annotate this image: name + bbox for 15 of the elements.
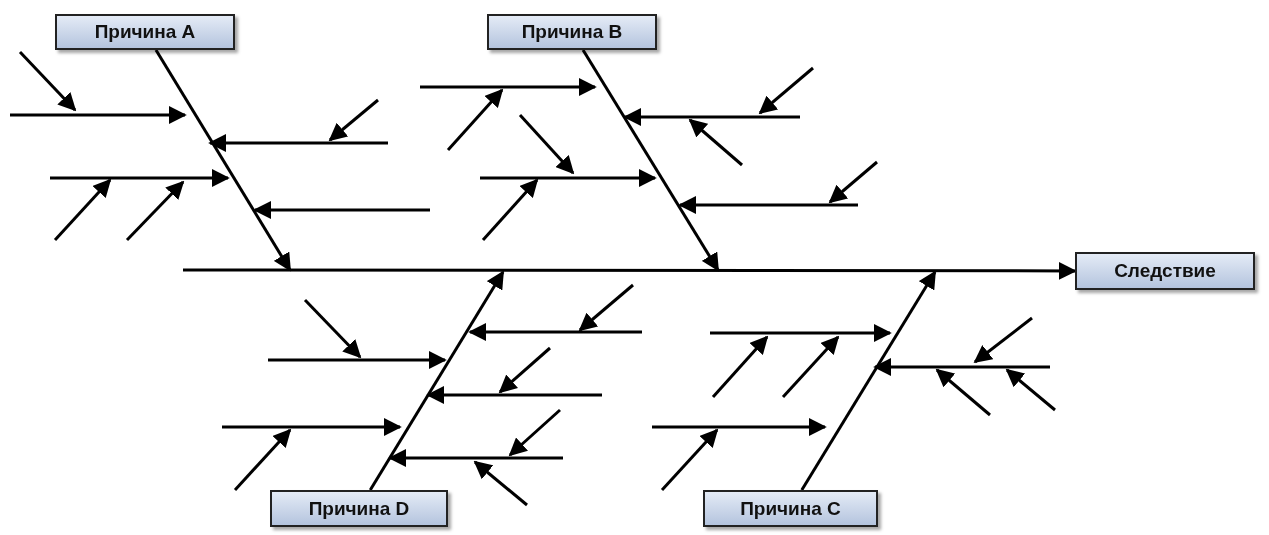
cause-label: Причина C bbox=[740, 497, 841, 520]
arrow bbox=[581, 49, 720, 272]
arrow bbox=[369, 270, 505, 491]
cause-box bbox=[1075, 252, 1255, 290]
cause-label: Причина A bbox=[94, 21, 196, 43]
cause-label: Причина B bbox=[521, 21, 623, 43]
arrow bbox=[183, 261, 1077, 280]
arrow bbox=[800, 270, 937, 491]
cause-box bbox=[55, 14, 235, 50]
cause-box bbox=[270, 490, 448, 527]
arrow bbox=[154, 49, 292, 272]
cause-label: Следствие bbox=[1114, 260, 1216, 282]
cause-box bbox=[487, 14, 657, 50]
cause-box bbox=[703, 490, 878, 527]
cause-label: Причина D bbox=[308, 497, 410, 520]
